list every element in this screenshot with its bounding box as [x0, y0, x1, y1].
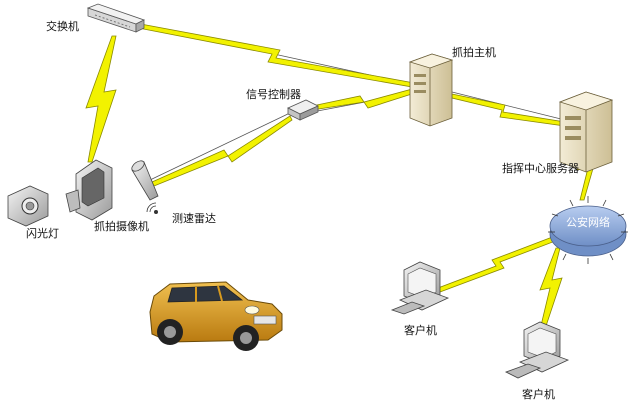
label-capture-host: 抓拍主机 — [452, 46, 496, 59]
label-command-server: 指挥中心服务器 — [502, 162, 579, 175]
flash-lamp-icon — [7, 185, 49, 227]
public-network-node — [548, 196, 628, 264]
label-capture-camera: 抓拍摄像机 — [94, 220, 149, 233]
link-radar-controller — [151, 115, 293, 187]
label-signal-controller: 信号控制器 — [246, 88, 301, 101]
label-switch: 交换机 — [46, 20, 79, 33]
label-speed-radar: 测速雷达 — [172, 212, 216, 225]
label-client-2: 客户机 — [522, 388, 555, 401]
client-computer-2-icon — [504, 321, 570, 379]
capture-host-server — [408, 53, 454, 127]
command-server — [558, 91, 614, 173]
switch-device — [86, 3, 146, 33]
link-controller-host — [311, 87, 419, 111]
label-public-network: 公安网络 — [566, 216, 610, 229]
link-host-server — [451, 93, 566, 127]
link-switch-host — [127, 21, 421, 89]
link-network-client1 — [437, 235, 559, 293]
client-computer-1-icon — [390, 261, 450, 315]
speed-radar-icon — [131, 160, 159, 214]
label-client-1: 客户机 — [404, 324, 437, 337]
capture-camera-icon — [65, 159, 113, 221]
suv-car-icon — [149, 281, 283, 351]
signal-controller-device — [287, 99, 319, 121]
link-switch-camera — [85, 35, 117, 163]
label-flash: 闪光灯 — [26, 227, 59, 240]
